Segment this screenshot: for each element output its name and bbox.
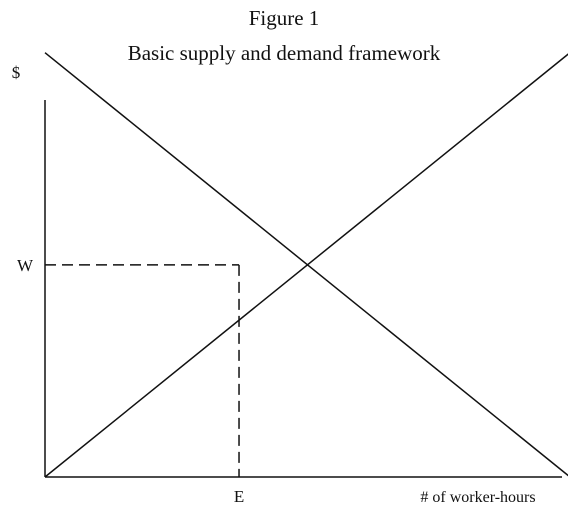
wage-tick-label: W	[17, 256, 34, 275]
y-axis-label: $	[12, 63, 21, 82]
demand-curve	[44, 52, 568, 477]
figure-number: Figure 1	[248, 6, 320, 30]
quantity-tick-label: E	[234, 487, 244, 506]
figure-title: Basic supply and demand framework	[127, 41, 441, 65]
x-axis-label: # of worker-hours	[420, 489, 535, 506]
